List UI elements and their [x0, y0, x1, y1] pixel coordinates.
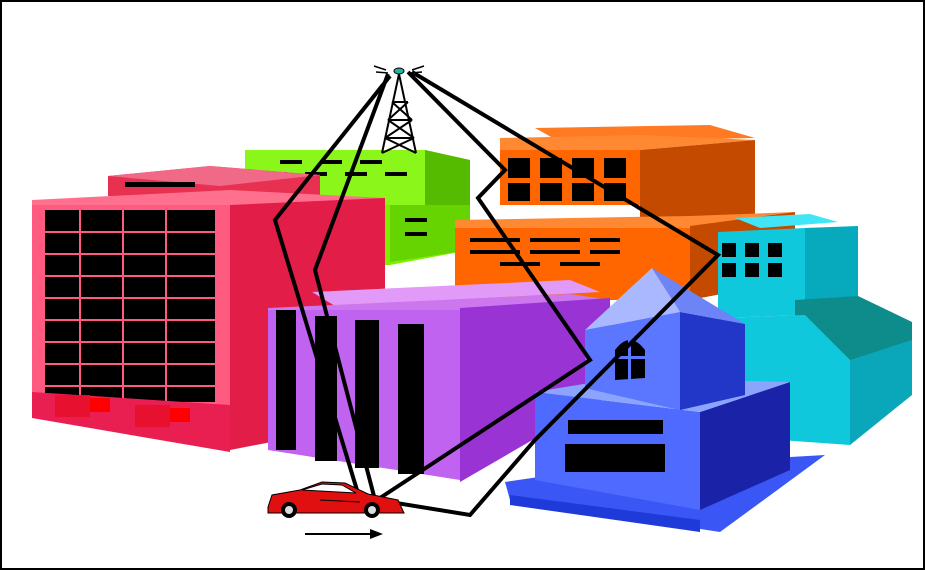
signal-path-cyan-reflect [377, 70, 722, 518]
blue-building [505, 268, 825, 532]
purple-building [268, 280, 610, 482]
cell-tower [373, 65, 425, 154]
signal-path-direct [272, 74, 392, 501]
signal-paths [272, 70, 722, 518]
red-sports-car [267, 481, 405, 518]
motion-arrow [305, 529, 383, 539]
signal-path-purple-reflect [312, 73, 390, 501]
antenna-icon [393, 67, 405, 75]
orange-building [455, 125, 795, 300]
cyan-building [718, 214, 912, 445]
signal-path-orange-reflect [378, 70, 593, 500]
